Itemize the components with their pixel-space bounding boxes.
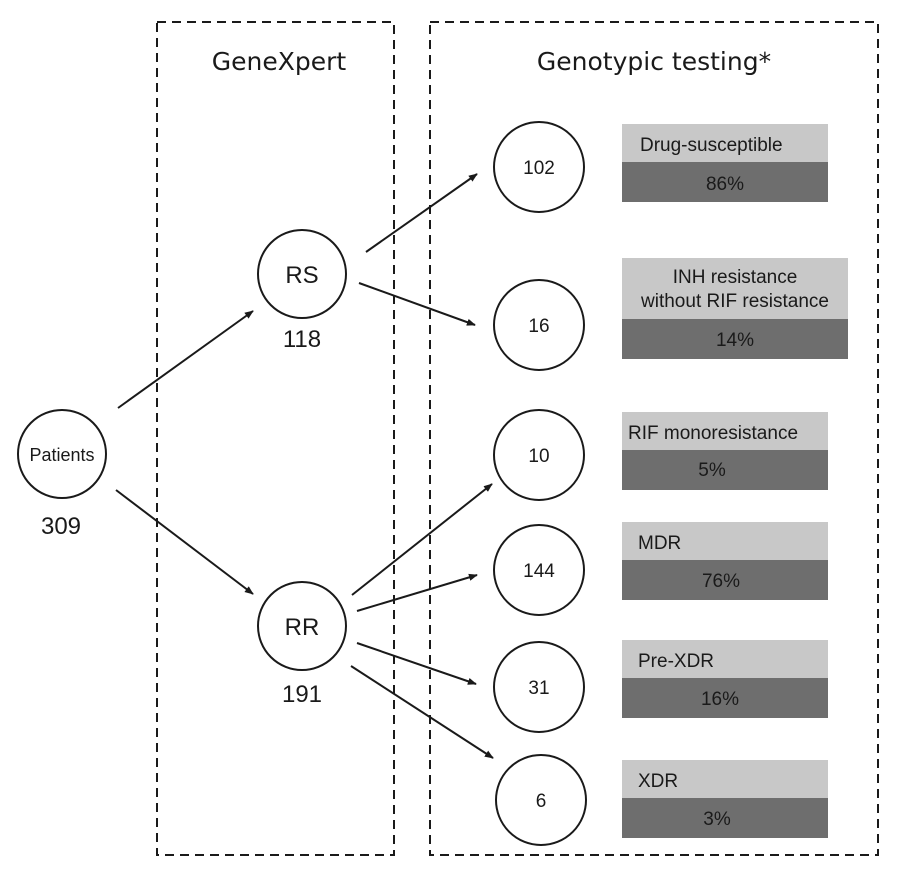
category-box [622, 760, 828, 798]
patients-count: 309 [41, 513, 81, 540]
percent-label: 3% [703, 809, 731, 830]
percent-label: 86% [706, 174, 744, 195]
percent-box [622, 162, 828, 202]
outcome-rif-monoresistance: 10 RIF monoresistance 5% [493, 409, 828, 501]
rr-count: 191 [282, 681, 322, 708]
percent-box [622, 678, 828, 718]
percent-label: 76% [702, 571, 740, 592]
category-label: Drug-susceptible [640, 135, 783, 156]
arrow-rr-to-xdr [350, 665, 494, 759]
arrows [115, 173, 494, 759]
category-box [622, 412, 828, 450]
rr-node [257, 581, 347, 671]
outcome-count: 6 [536, 791, 547, 812]
arrow-patients-to-rs [117, 310, 254, 409]
patients-label: Patients [29, 445, 94, 465]
category-label: Pre-XDR [638, 651, 714, 672]
outcome-count-circle [493, 524, 585, 616]
outcome-count: 10 [528, 446, 549, 467]
percent-box [622, 450, 828, 490]
arrow-rs-to-inh-resistance [358, 282, 476, 326]
percent-box [622, 319, 848, 359]
genexpert-section-box [156, 21, 395, 856]
arrow-rr-to-pre-xdr [356, 642, 477, 685]
patients-node [17, 409, 107, 499]
rr-label: RR [285, 614, 320, 641]
genotypic-section-box [429, 21, 879, 856]
category-box [622, 124, 828, 162]
percent-label: 16% [701, 689, 739, 710]
percent-box [622, 798, 828, 838]
arrow-patients-to-rr [115, 489, 254, 595]
percent-label: 5% [698, 460, 726, 481]
outcome-count-circle [493, 121, 585, 213]
genexpert-header: GeneXpert [212, 47, 347, 76]
outcome-count-circle [495, 754, 587, 846]
percent-box [622, 560, 828, 600]
outcome-count-circle [493, 641, 585, 733]
outcome-count-circle [493, 279, 585, 371]
outcome-count: 144 [523, 561, 555, 582]
arrow-rr-to-mdr [356, 573, 478, 612]
outcome-count: 31 [528, 678, 549, 699]
category-label-line-1: INH resistance [673, 267, 798, 288]
category-box [622, 258, 848, 319]
rs-count: 118 [283, 326, 321, 353]
category-box [622, 640, 828, 678]
category-label-line-2: without RIF resistance [640, 291, 829, 312]
arrow-rs-to-drug-susceptible [365, 173, 478, 253]
category-label: XDR [638, 771, 678, 792]
category-label: RIF monoresistance [628, 423, 798, 444]
rs-label: RS [285, 262, 318, 289]
outcome-count: 102 [523, 158, 555, 179]
category-box [622, 522, 828, 560]
outcome-count-circle [493, 409, 585, 501]
percent-label: 14% [716, 330, 754, 351]
outcome-xdr: 6 XDR 3% [495, 754, 828, 846]
outcome-pre-xdr: 31 Pre-XDR 16% [493, 640, 828, 733]
outcome-drug-susceptible: 102 Drug-susceptible 86% [493, 121, 828, 213]
genotypic-testing-header: Genotypic testing* [537, 47, 771, 76]
category-label: MDR [638, 533, 681, 554]
outcome-mdr: 144 MDR 76% [493, 522, 828, 616]
rs-node [257, 229, 347, 319]
arrow-rr-to-rif-monoresistance [351, 483, 493, 596]
outcome-count: 16 [528, 316, 549, 337]
outcome-inh-resistance: 16 INH resistance without RIF resistance… [493, 258, 848, 371]
